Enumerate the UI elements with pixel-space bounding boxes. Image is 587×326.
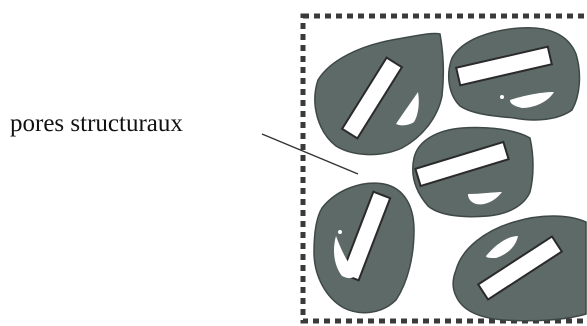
- aggregate-5: [453, 216, 586, 321]
- aggregate-4: [314, 183, 414, 313]
- aggregate-1: [315, 33, 443, 154]
- aggregate-3: [413, 127, 533, 216]
- aggregate-2: [449, 28, 580, 120]
- aggregate-4-pore-small: [338, 230, 342, 234]
- aggregate-2-pore-small: [500, 95, 504, 99]
